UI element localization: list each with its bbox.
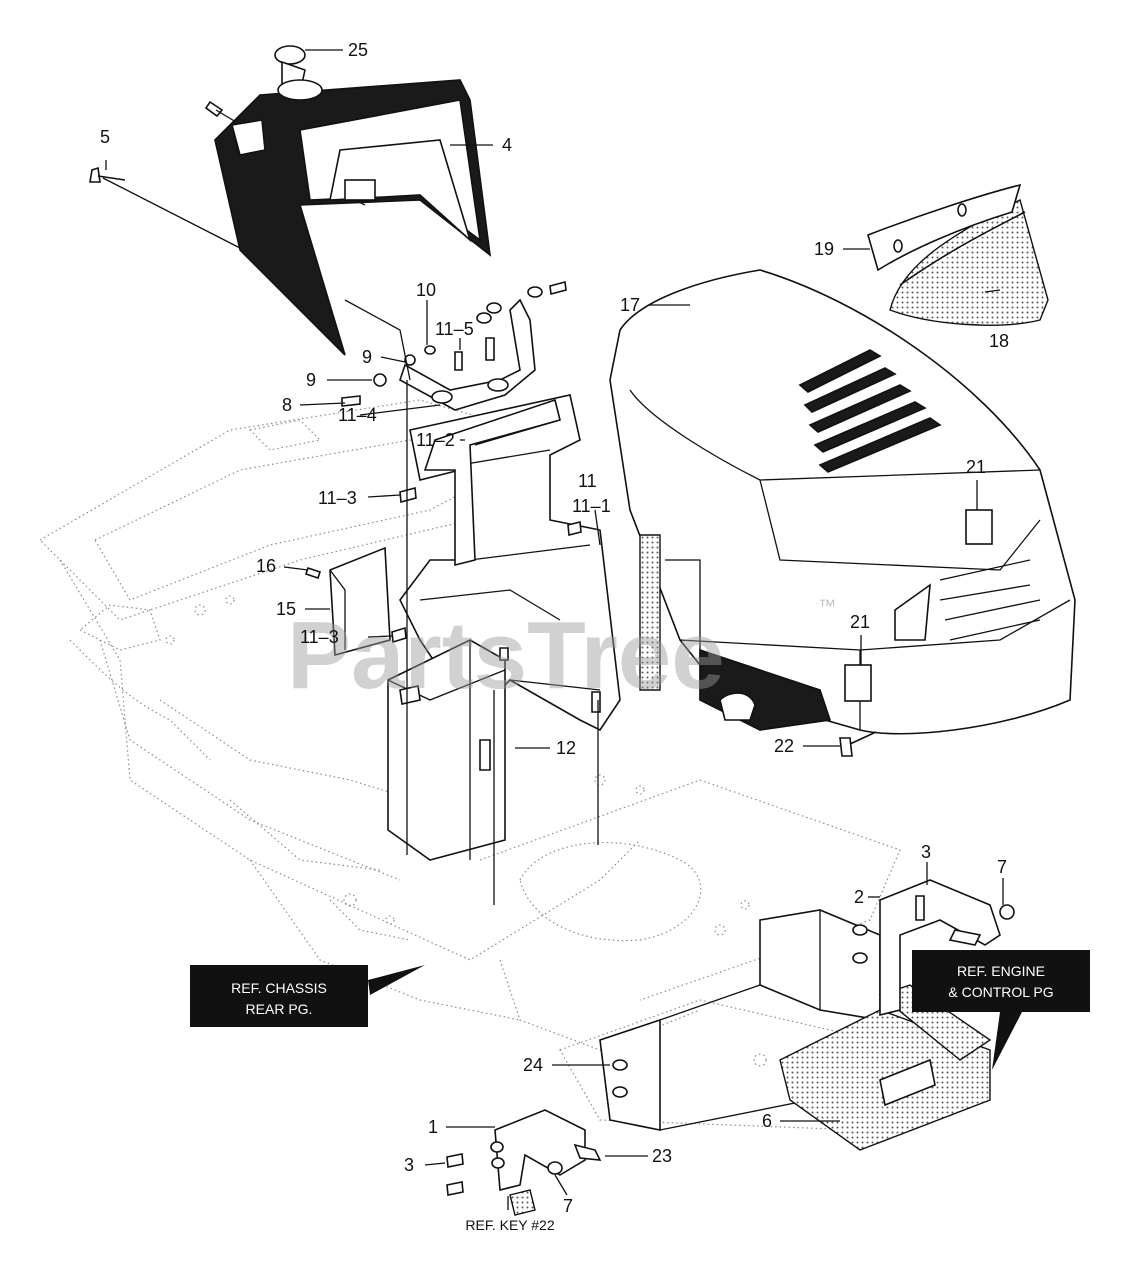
dash-bolt [204,100,237,123]
watermark-text: PartsTree [287,602,725,709]
callout-7b: 7 [563,1196,573,1216]
callout-9b: 9 [306,370,316,390]
callout-16: 16 [256,556,276,576]
callout-10: 10 [416,280,436,300]
alignment-lines [344,299,599,905]
lens-strip-part-19 [867,183,1022,272]
callout-1: 1 [428,1117,438,1137]
callout-11-3b: 11–3 [300,627,339,647]
bottom-plate-part-12 [387,639,506,861]
callout-9a: 9 [362,347,372,367]
callout-15: 15 [276,599,296,619]
callout-7a: 7 [997,857,1007,877]
leader-lines [105,49,1004,1210]
side-bracket-part-15 [329,546,391,657]
callout-11-4: 11–4 [338,405,377,425]
callout-12: 12 [556,738,576,758]
callout-19: 19 [814,239,834,259]
callout-22: 22 [774,736,794,756]
callout-18: 18 [989,331,1009,351]
callout-labels: 25 4 5 10 11–5 9 9 8 11–4 11–2 11–3 11 1… [100,40,1009,1216]
callout-4: 4 [502,135,512,155]
ref-chassis-line2: REAR PG. [246,1001,313,1017]
dash-panel-part-4 [214,79,492,356]
ref-chassis-box: REF. CHASSIS REAR PG. [190,965,425,1027]
pivot-bolt-part-22 [839,731,877,757]
ref-engine-box: REF. ENGINE & CONTROL PG [912,950,1090,1070]
callout-24: 24 [523,1055,543,1075]
callout-21b: 21 [850,612,870,632]
callout-11-2: 11–2 [416,430,455,450]
grille-part-18 [889,198,1049,326]
callout-17: 17 [620,295,640,315]
ref-key-label: REF. KEY #22 [465,1217,554,1233]
dash-bracket-part-11-2 [423,398,561,567]
callout-21a: 21 [966,457,986,477]
upper-bracket-part-11-4 [399,298,536,411]
fuel-cap-part-25 [274,45,323,101]
step-plate-part-6 [779,984,992,1151]
callout-3a: 3 [921,842,931,862]
callout-2: 2 [854,887,864,907]
bolt-part-5 [89,166,241,249]
bracket-fasteners [304,280,601,713]
ref-chassis-line1: REF. CHASSIS [231,980,327,996]
rear-frame-assembly [599,909,881,1131]
callout-11-3a: 11–3 [318,488,357,508]
callout-23: 23 [652,1146,672,1166]
watermark-trademark: ™ [818,596,836,616]
hitch-bracket-part-1 [446,1059,628,1216]
callout-5: 5 [100,127,110,147]
hood-part-17 [609,269,1076,735]
callout-25: 25 [348,40,368,60]
ref-engine-line1: REF. ENGINE [957,963,1045,979]
callout-11: 11 [578,471,597,491]
callout-11-1: 11–1 [572,496,611,516]
hitch-bracket-part-2 [852,879,1015,1017]
callout-8: 8 [282,395,292,415]
callout-6: 6 [762,1111,772,1131]
callout-11-5: 11–5 [435,319,474,339]
ref-engine-line2: & CONTROL PG [948,984,1053,1000]
callout-3b: 3 [404,1155,414,1175]
